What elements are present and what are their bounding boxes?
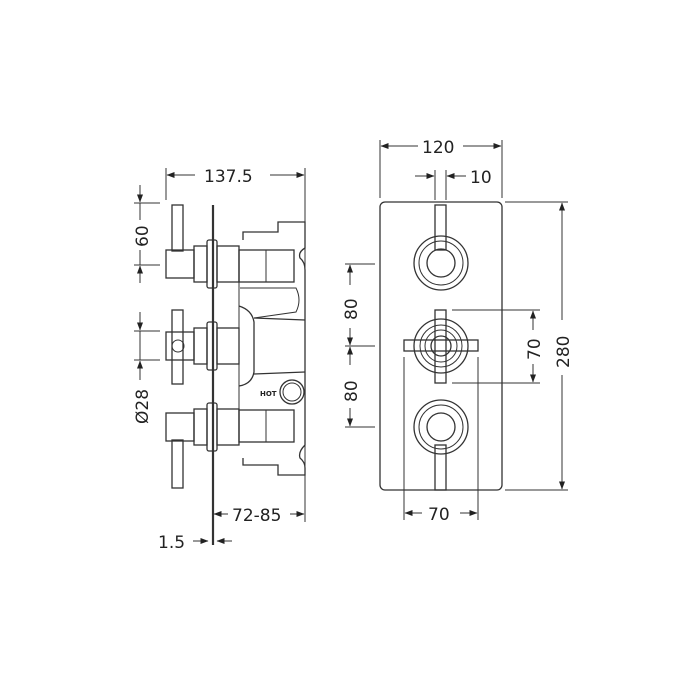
dim-wall-depth: 72-85 bbox=[232, 506, 281, 526]
dim-plate-width: 120 bbox=[422, 138, 454, 158]
side-handle-middle bbox=[165, 309, 240, 385]
side-handle-top bbox=[165, 204, 240, 289]
front-handle-middle bbox=[403, 309, 479, 384]
front-handle-top bbox=[413, 204, 469, 291]
dim-lever-span: 70 bbox=[428, 505, 450, 525]
dim-diameter: Ø28 bbox=[133, 389, 153, 424]
valve-body bbox=[242, 221, 306, 476]
side-view: HOT 137.5 bbox=[133, 167, 306, 553]
front-view: 120 10 280 70 80 80 70 bbox=[342, 138, 574, 525]
dim-handle-spacing: 60 bbox=[133, 225, 153, 247]
dim-spacing-top: 80 bbox=[342, 298, 362, 320]
dim-overall-depth: 137.5 bbox=[204, 167, 253, 187]
dim-plate-thickness: 1.5 bbox=[158, 533, 185, 553]
front-handle-bottom bbox=[413, 399, 469, 491]
dim-spacing-bottom: 80 bbox=[342, 380, 362, 402]
dim-cross-span: 70 bbox=[525, 338, 545, 360]
hot-inlet-label: HOT bbox=[260, 390, 277, 398]
dim-handle-width: 10 bbox=[470, 168, 492, 188]
front-plate bbox=[379, 201, 503, 491]
side-handle-bottom bbox=[165, 402, 240, 489]
dim-plate-height: 280 bbox=[554, 336, 574, 368]
